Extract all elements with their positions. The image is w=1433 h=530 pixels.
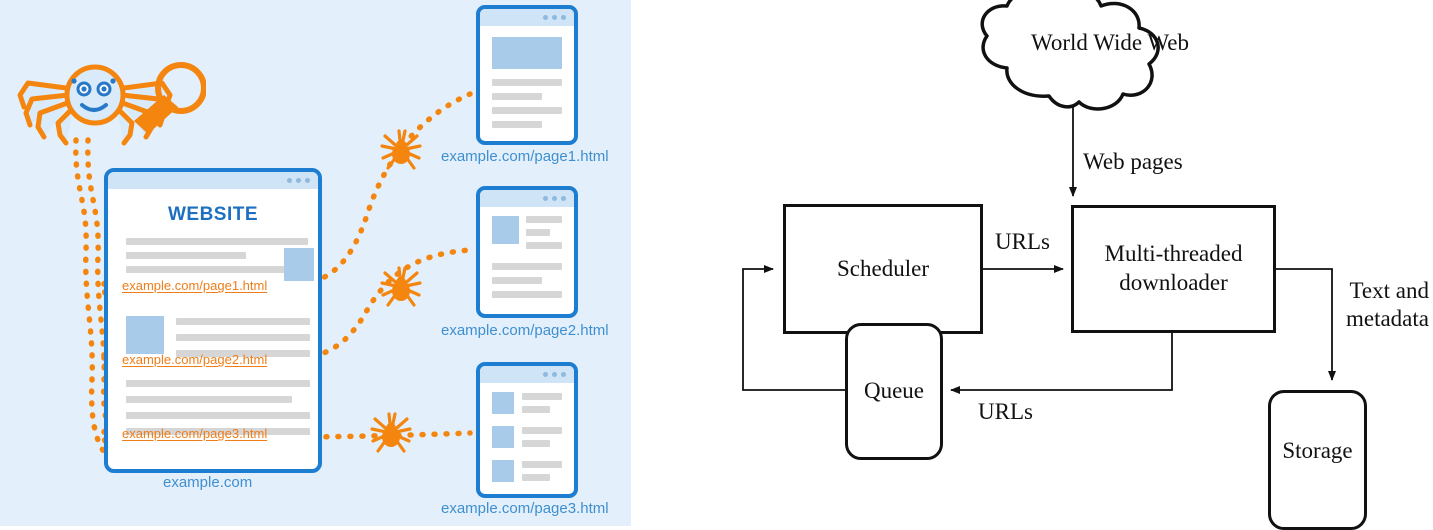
page2-card[interactable]: [476, 186, 578, 318]
window-dots-icon: [543, 196, 566, 201]
card-titlebar: [108, 172, 318, 189]
text-line: [126, 238, 308, 245]
edge-label-urls-to-downloader: URLs: [995, 229, 1050, 254]
text-line: [522, 393, 562, 400]
card-titlebar: [480, 9, 574, 26]
text-line: [126, 396, 292, 403]
card-titlebar: [480, 190, 574, 207]
text-line: [126, 412, 310, 419]
text-line: [492, 93, 542, 100]
page-link-1[interactable]: example.com/page1.html: [122, 278, 268, 293]
window-dots-icon: [543, 372, 566, 377]
world-wide-web-label: World Wide Web: [1030, 30, 1190, 55]
world-wide-web-cloud-icon: [980, 0, 1160, 111]
card-titlebar: [480, 366, 574, 383]
text-line: [526, 216, 562, 223]
left-illustration-panel: WEBSITE example.com/page1.html example.c…: [0, 0, 631, 526]
queue-box[interactable]: Queue: [845, 323, 943, 460]
image-block: [492, 37, 562, 69]
website-card-title: WEBSITE: [167, 204, 259, 225]
page1-caption: example.com/page1.html: [441, 148, 609, 165]
downloader-box[interactable]: Multi-threaded downloader: [1071, 205, 1276, 333]
text-line: [492, 263, 562, 270]
text-line: [126, 252, 246, 259]
page3-caption: example.com/page3.html: [441, 500, 609, 517]
text-line: [492, 121, 542, 128]
window-dots-icon: [543, 15, 566, 20]
text-line: [176, 334, 310, 341]
image-block: [284, 248, 314, 281]
page3-card[interactable]: [476, 362, 578, 498]
window-dots-icon: [287, 178, 310, 183]
text-line: [522, 474, 550, 481]
text-line: [526, 229, 550, 236]
diagram-connectors: [742, 0, 1336, 394]
text-line: [522, 427, 562, 434]
spider-crawler-icon: [17, 62, 206, 146]
page-link-2[interactable]: example.com/page2.html: [122, 352, 268, 367]
image-block: [492, 460, 514, 482]
page1-card[interactable]: [476, 5, 578, 145]
text-line: [492, 79, 562, 86]
image-block: [126, 316, 164, 354]
text-line: [176, 318, 310, 325]
text-line: [176, 350, 310, 357]
text-line: [126, 428, 310, 435]
edge-label-web-pages: Web pages: [1083, 149, 1183, 174]
text-line: [526, 242, 562, 249]
spider-marker-icon: [380, 129, 422, 170]
crawler-architecture-diagram: World Wide Web Scheduler Multi-threaded …: [631, 0, 1433, 530]
image-block: [492, 392, 514, 414]
text-line: [492, 291, 562, 298]
storage-box[interactable]: Storage: [1268, 390, 1367, 530]
page-link-3[interactable]: example.com/page3.html: [122, 426, 268, 441]
image-block: [492, 216, 519, 244]
text-line: [522, 406, 550, 413]
text-line: [126, 380, 310, 387]
spider-marker-icon: [380, 266, 422, 307]
text-line: [492, 107, 562, 114]
website-card-caption: example.com: [163, 474, 253, 491]
text-line: [522, 461, 562, 468]
text-line: [522, 440, 550, 447]
image-block: [492, 426, 514, 448]
edge-label-text-and-metadata: Text and metadata: [1345, 278, 1429, 331]
text-line: [492, 277, 542, 284]
edge-label-urls-to-queue: URLs: [978, 399, 1033, 424]
page2-caption: example.com/page2.html: [441, 322, 609, 339]
spider-marker-icon: [370, 412, 412, 453]
text-line: [126, 266, 286, 273]
website-card[interactable]: WEBSITE: [104, 168, 322, 473]
scheduler-box[interactable]: Scheduler: [783, 204, 983, 334]
